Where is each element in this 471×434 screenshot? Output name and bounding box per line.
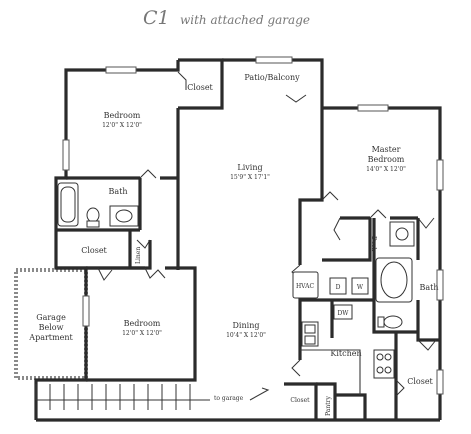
garage-line3: Apartment xyxy=(28,333,73,342)
closet-top-name: Closet xyxy=(187,83,213,92)
to-garage-label: to garage xyxy=(214,395,244,402)
living-dim: 15'9" X 17'1" xyxy=(230,174,270,181)
room-labels: Bedroom 12'0" X 12'0" Closet Patio/Balco… xyxy=(28,73,438,416)
stairs xyxy=(35,384,210,410)
garage-line2: Below xyxy=(39,323,64,332)
master-name2: Bedroom xyxy=(368,155,405,164)
closet-right-name: Closet xyxy=(407,377,433,386)
patio-name: Patio/Balcony xyxy=(244,73,300,82)
bedroom-bottom-dim: 12'0" X 12'0" xyxy=(122,330,162,337)
washer-label: W xyxy=(357,284,364,291)
dining-dim: 10'4" X 12'0" xyxy=(226,332,266,339)
linen-name: Linen xyxy=(135,247,142,264)
dining-name: Dining xyxy=(233,321,260,330)
closet-mid-name: Closet xyxy=(81,246,107,255)
pantry-name: Pantry xyxy=(325,396,332,416)
kitchen-name: Kitchen xyxy=(330,349,361,358)
bath-left-name: Bath xyxy=(108,187,127,196)
plan-code: C1 xyxy=(143,7,170,29)
living-name: Living xyxy=(237,163,262,172)
dishwasher-label: DW xyxy=(338,310,350,317)
windows xyxy=(62,56,444,395)
bedroom-top-name: Bedroom xyxy=(104,111,141,120)
bedroom-top-dim: 12'0" X 12'0" xyxy=(102,122,142,129)
garage-line1: Garage xyxy=(36,313,66,322)
master-name: Master xyxy=(372,145,401,154)
bedroom-bottom-name: Bedroom xyxy=(124,319,161,328)
desk-name: Desk xyxy=(370,236,377,251)
closet-bottom-name: Closet xyxy=(290,397,310,404)
doors xyxy=(97,71,437,397)
bath-right-name: Bath xyxy=(419,283,438,292)
dryer-label: D xyxy=(336,284,341,291)
hvac-label: HVAC xyxy=(296,283,314,290)
plan-subtitle: with attached garage xyxy=(180,13,310,27)
master-dim: 14'0" X 12'0" xyxy=(366,166,406,173)
fixtures xyxy=(57,182,415,401)
